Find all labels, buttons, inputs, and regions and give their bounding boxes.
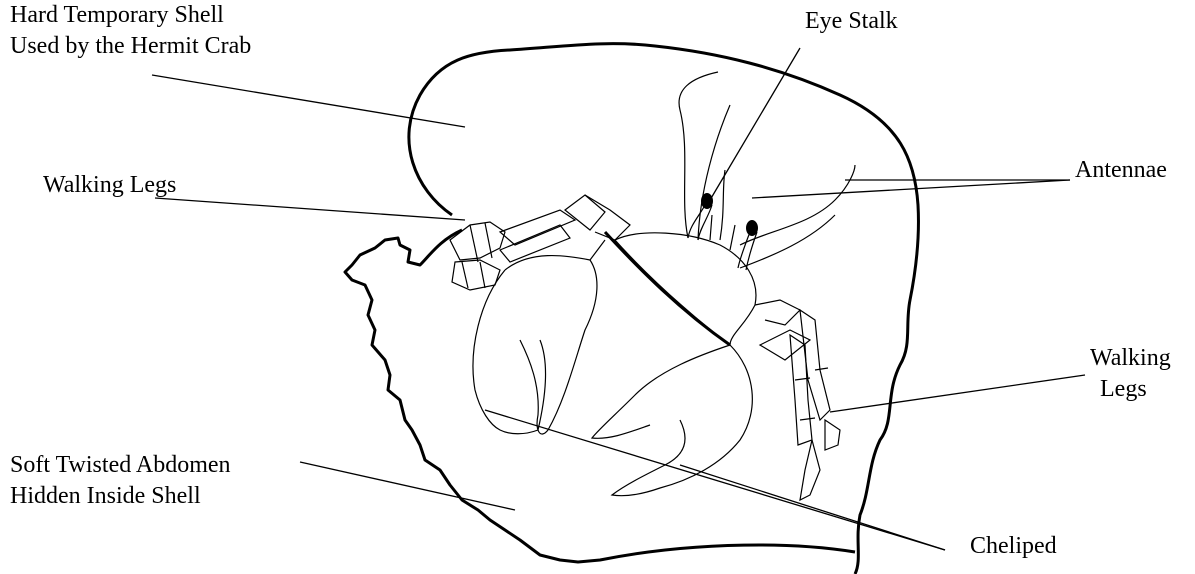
right-walking-legs bbox=[790, 310, 840, 500]
right-cheliped bbox=[592, 300, 810, 496]
walking-legs-right-label-line-2: Legs bbox=[1090, 374, 1171, 405]
antennae-label: Antennae bbox=[1075, 155, 1167, 186]
shell-label: Hard Temporary Shell Used by the Hermit … bbox=[10, 0, 251, 62]
leader-antennae-2 bbox=[752, 180, 1070, 198]
walking-legs-left-label-text: Walking Legs bbox=[43, 170, 176, 201]
abdomen-label-line-2: Hidden Inside Shell bbox=[10, 481, 231, 512]
abdomen-outline bbox=[345, 230, 855, 562]
left-cheliped bbox=[473, 240, 605, 434]
leader-cheliped-1 bbox=[485, 410, 945, 550]
eye-stalk-label: Eye Stalk bbox=[805, 6, 898, 37]
abdomen-label: Soft Twisted Abdomen Hidden Inside Shell bbox=[10, 450, 231, 512]
carapace bbox=[615, 233, 756, 345]
shell-label-line-1: Hard Temporary Shell bbox=[10, 0, 251, 31]
leader-abdomen bbox=[300, 462, 515, 510]
leader-lines bbox=[152, 48, 1085, 550]
right-eye bbox=[746, 220, 758, 236]
antennae-label-text: Antennae bbox=[1075, 155, 1167, 186]
leader-eyestalk bbox=[710, 48, 800, 200]
leader-cheliped-2 bbox=[680, 465, 945, 550]
walking-legs-right-label: Walking Legs bbox=[1090, 343, 1171, 405]
shell-label-line-2: Used by the Hermit Crab bbox=[10, 31, 251, 62]
eye-stalk-label-text: Eye Stalk bbox=[805, 6, 898, 37]
cheliped-label: Cheliped bbox=[970, 531, 1057, 562]
walking-legs-right-label-line-1: Walking bbox=[1090, 343, 1171, 374]
shell-outline bbox=[409, 44, 919, 574]
walking-legs-left-label: Walking Legs bbox=[43, 170, 176, 201]
antennae-lines bbox=[679, 72, 855, 268]
leader-walk-left bbox=[155, 198, 465, 220]
cheliped-label-text: Cheliped bbox=[970, 531, 1057, 562]
abdomen-label-line-1: Soft Twisted Abdomen bbox=[10, 450, 231, 481]
leader-walk-right bbox=[830, 375, 1085, 412]
